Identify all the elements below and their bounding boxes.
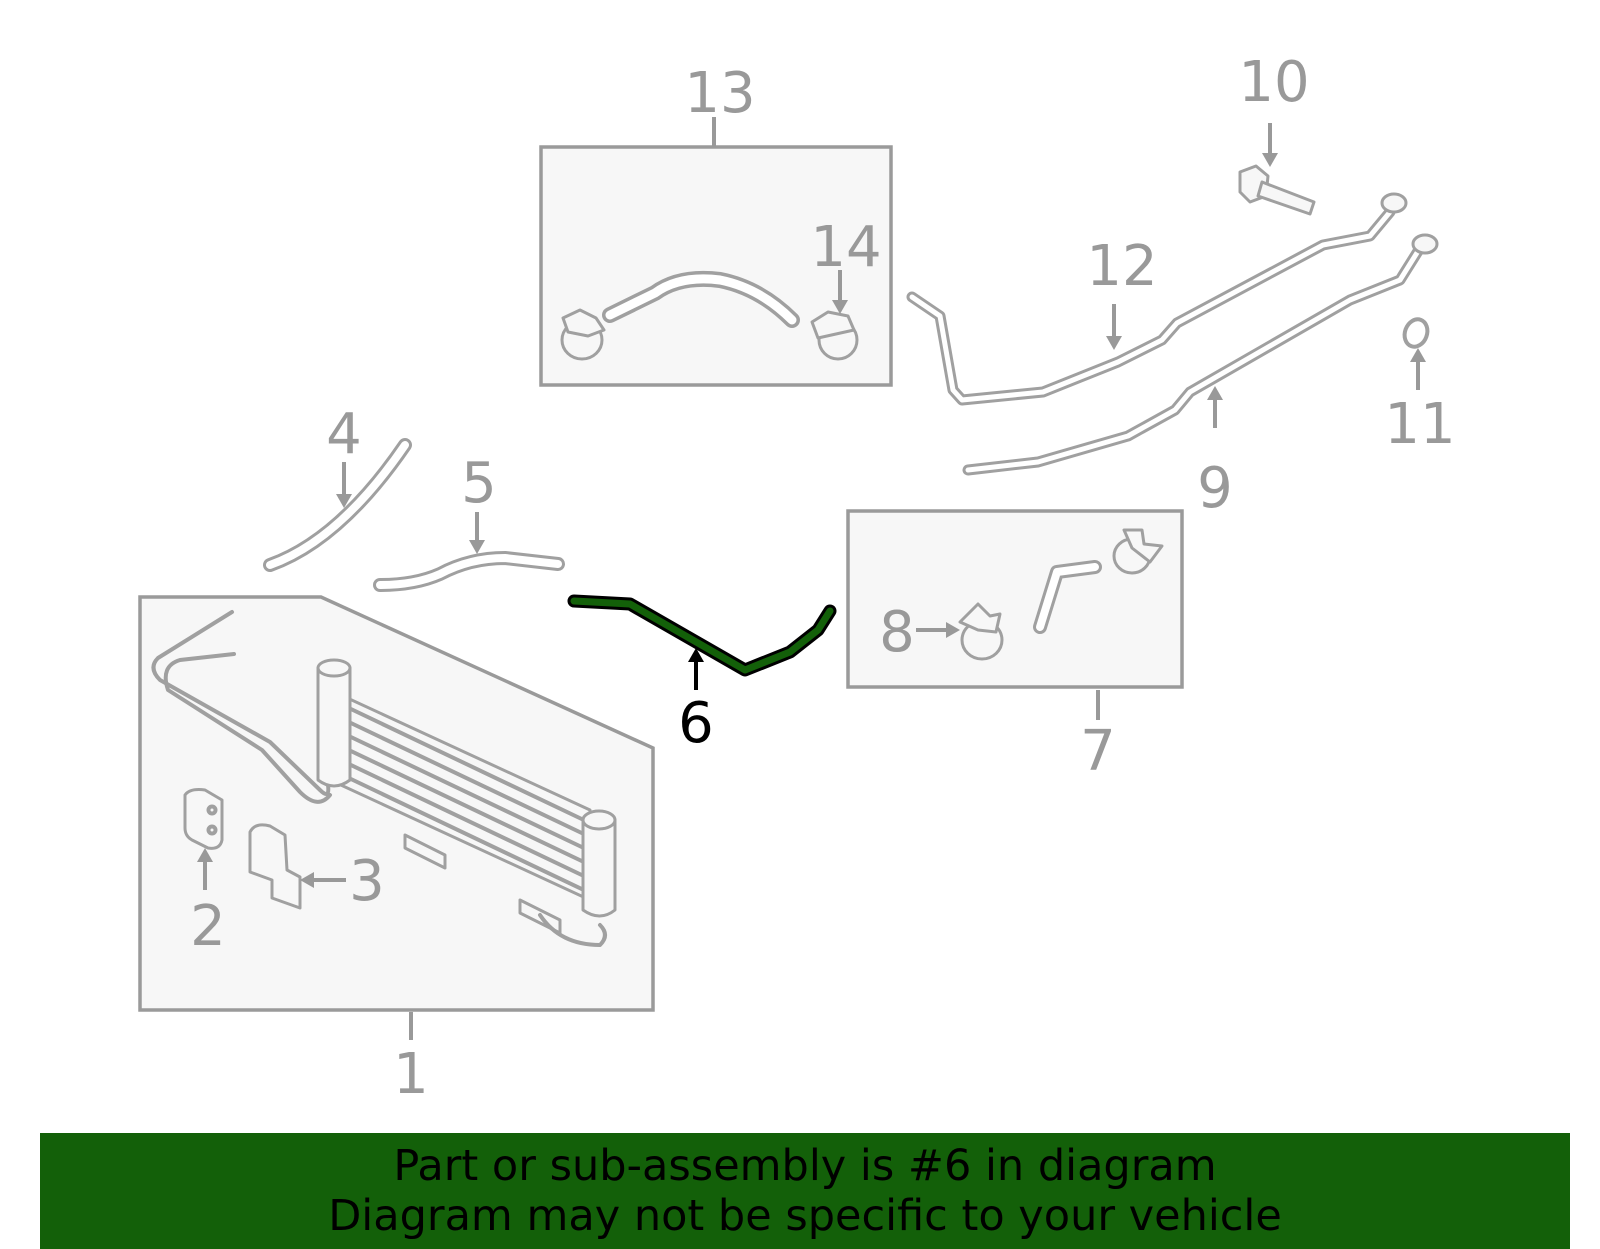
arrow-8 [946, 622, 960, 638]
callout-13: 13 [684, 61, 755, 126]
clamp-kit-7-tab [1122, 528, 1164, 564]
clamp-part-14-tab [810, 310, 856, 340]
o-ring-part-11[interactable] [1401, 316, 1431, 350]
cooler-right-tank [581, 818, 617, 918]
tube-part-9-inner [965, 245, 1423, 473]
callout-4: 4 [326, 402, 362, 467]
banner-line-2: Diagram may not be specific to your vehi… [328, 1191, 1282, 1241]
callout-7: 7 [1080, 719, 1116, 784]
bracket-hole-upper [206, 804, 218, 816]
arrow-2 [197, 848, 213, 862]
info-banner: Part or sub-assembly is #6 in diagram Di… [40, 1133, 1570, 1249]
banner-line-1: Part or sub-assembly is #6 in diagram [393, 1141, 1217, 1191]
callout-5: 5 [461, 451, 497, 516]
callout-6: 6 [678, 691, 714, 756]
part-group-13[interactable] [539, 145, 893, 387]
clamp-part-8-tab [958, 602, 1002, 634]
bolt-part-10[interactable] [1238, 164, 1316, 216]
callout-3: 3 [349, 849, 385, 914]
cooler-inlet-tube [151, 610, 331, 796]
callout-8: 8 [879, 600, 915, 665]
tube-part-9[interactable] [962, 242, 1426, 476]
arrow-9 [1207, 386, 1223, 400]
tube-part-12-fitting [1380, 192, 1408, 214]
callout-11: 11 [1384, 392, 1455, 457]
arrow-5 [469, 540, 485, 554]
callout-14: 14 [810, 215, 881, 280]
arrow-14 [832, 300, 848, 314]
arrow-3 [300, 872, 314, 888]
arrow-10 [1262, 153, 1278, 167]
callout-10: 10 [1238, 50, 1309, 115]
hose-part-5-inner [376, 554, 562, 589]
hose-kit-7-hose-inner [1036, 563, 1099, 631]
arrow-6 [688, 648, 704, 662]
callout-12: 12 [1086, 234, 1157, 299]
arrow-4 [336, 494, 352, 508]
bracket-hole-lower [206, 824, 218, 836]
bracket-part-2 [183, 788, 224, 850]
callout-2: 2 [190, 894, 226, 959]
cooler-lower-pipe [538, 913, 607, 947]
tube-part-12-inner [909, 209, 1393, 403]
hose-kit-13-hose-inner [605, 274, 797, 325]
cooler-left-tank [316, 666, 352, 788]
callout-9: 9 [1197, 456, 1233, 521]
cooler-fins [330, 698, 590, 894]
cooler-left-tank-cap [316, 658, 352, 678]
clamp-kit-13-left-tab [561, 308, 606, 338]
cooler-right-tank-cap [581, 809, 617, 831]
insulator-part-3 [248, 823, 302, 910]
part-group-7[interactable] [846, 509, 1184, 689]
tube-part-9-fitting [1411, 233, 1439, 255]
arrow-12 [1106, 336, 1122, 350]
part-group-1[interactable] [138, 595, 655, 1012]
arrow-11 [1410, 348, 1426, 362]
cooler-mount-tab-upper [403, 833, 447, 870]
callout-1: 1 [393, 1042, 429, 1107]
hose-part-4-inner [266, 441, 409, 569]
cooler-outlet-tube [163, 652, 332, 804]
hose-part-6[interactable] [570, 597, 834, 674]
bolt-shank [1256, 180, 1316, 216]
